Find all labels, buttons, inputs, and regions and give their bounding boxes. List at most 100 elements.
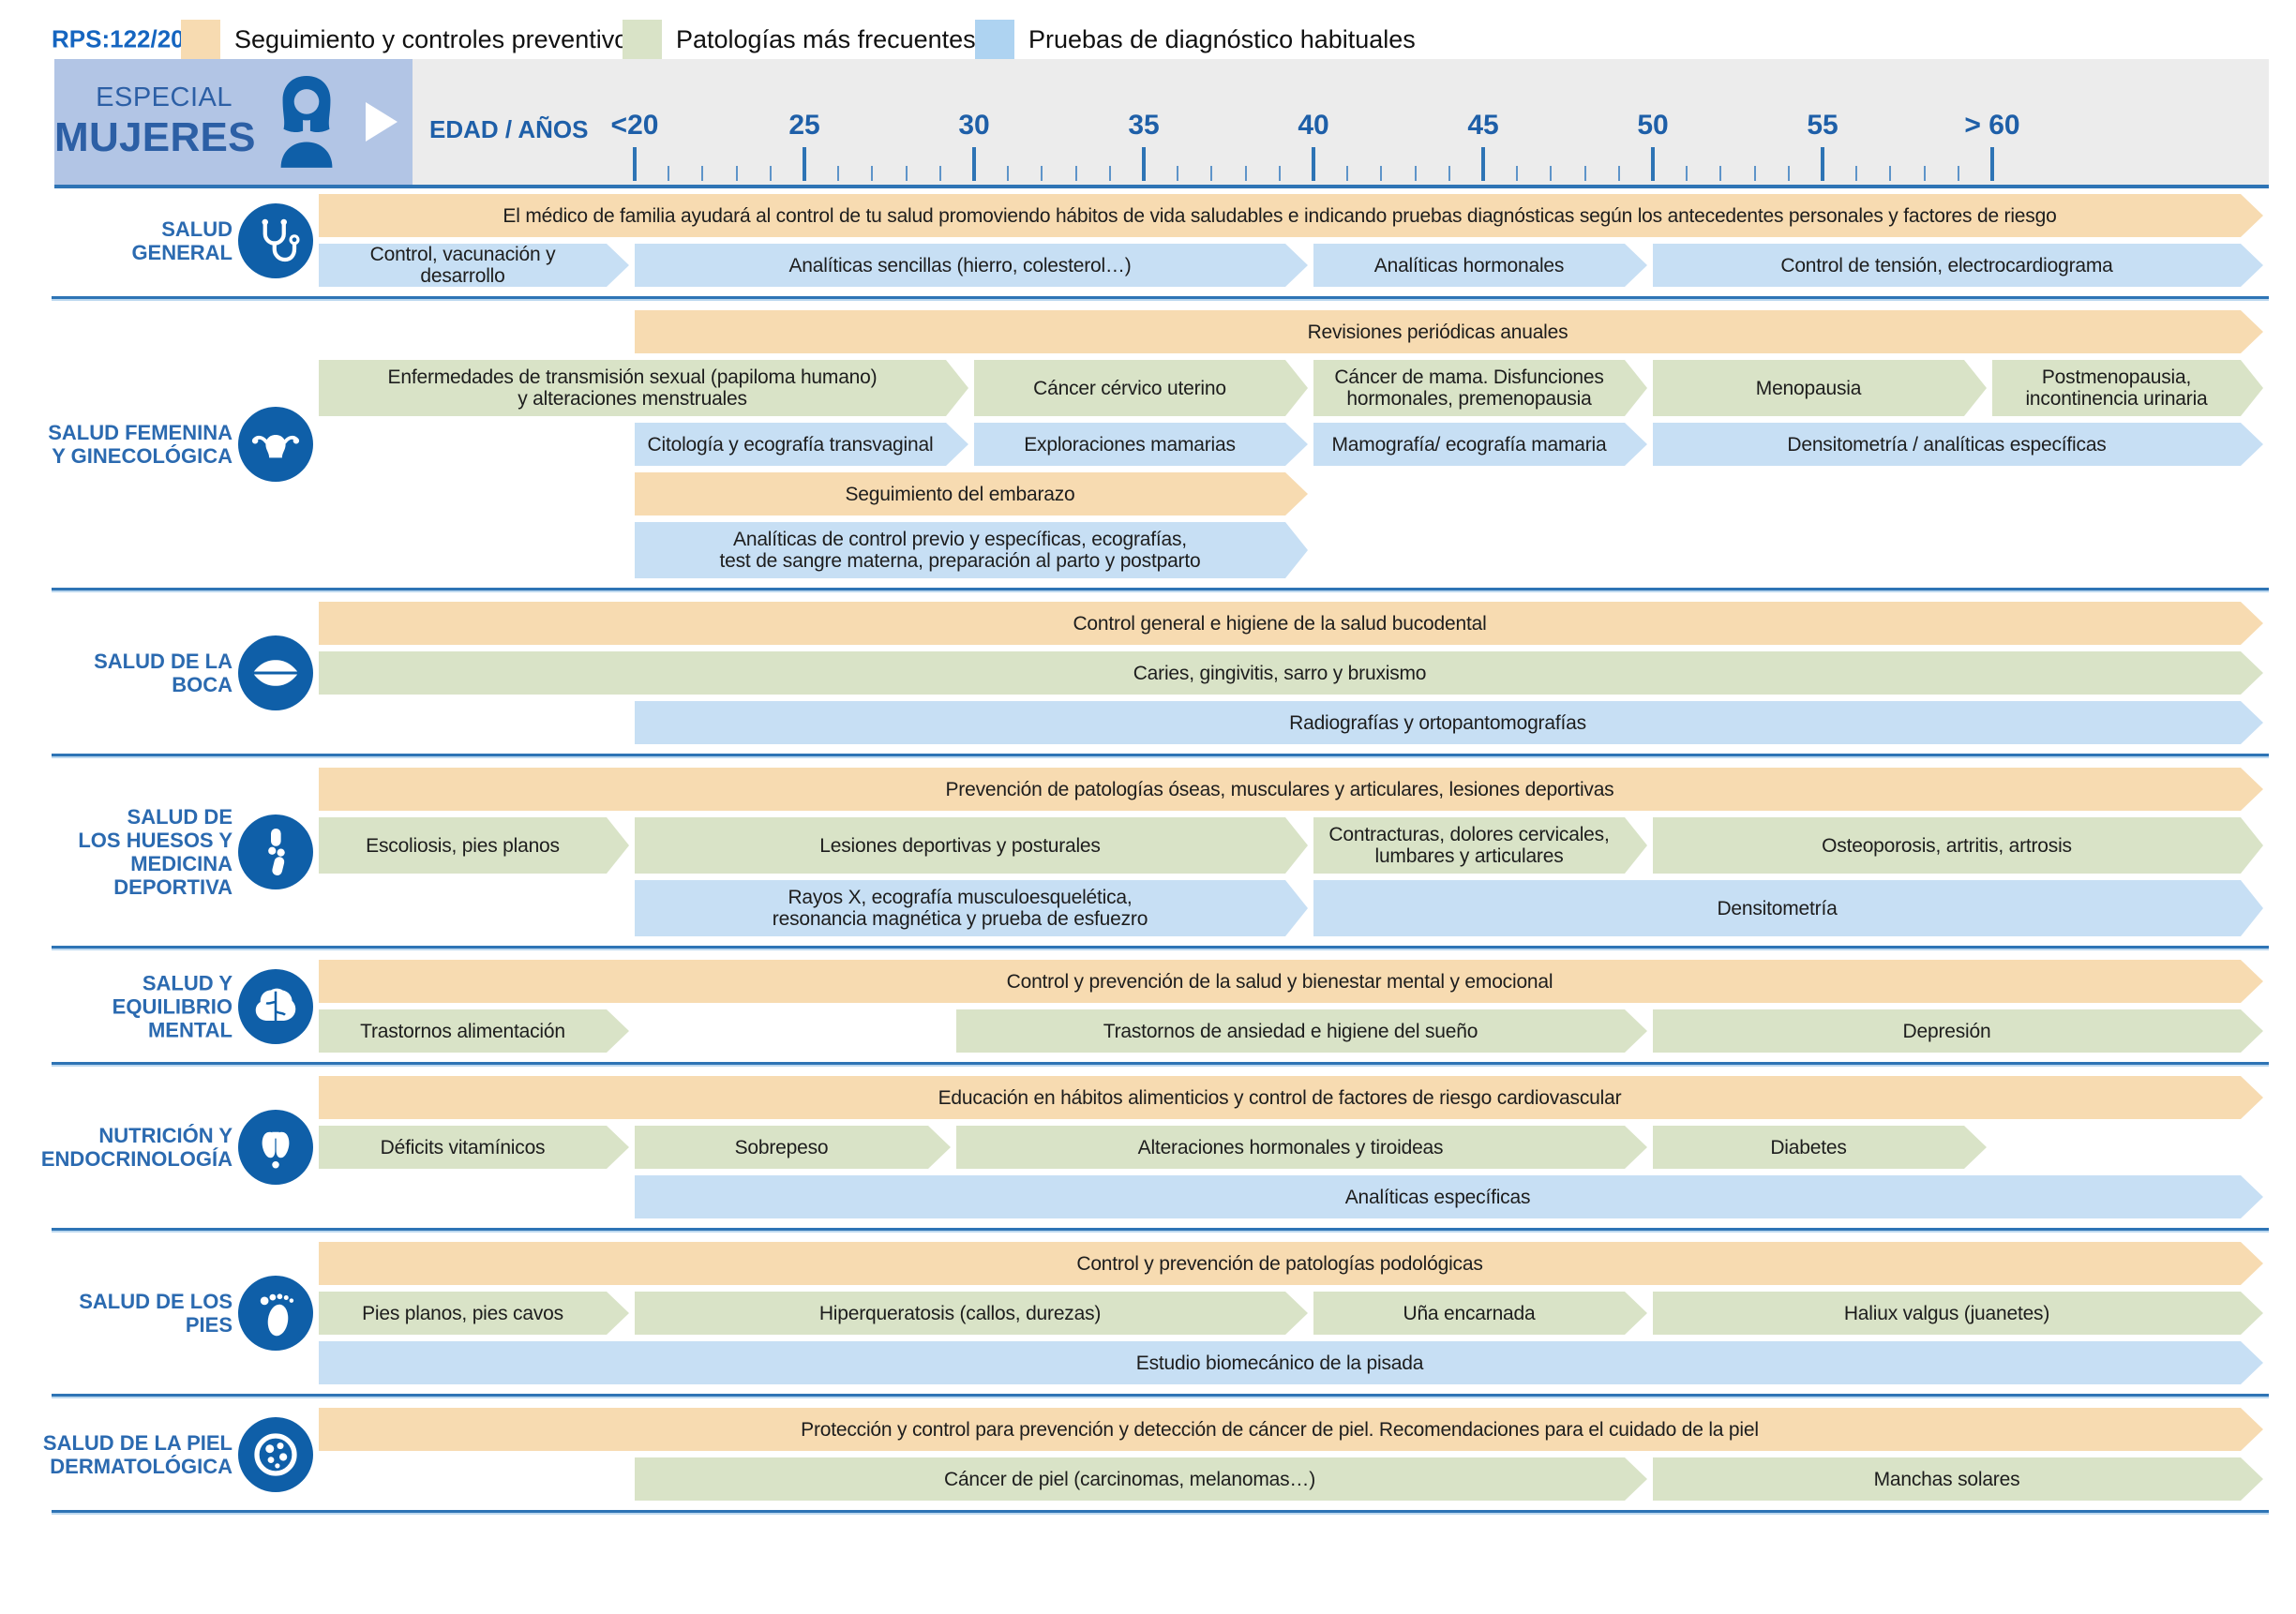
band-orange: Prevención de patologías óseas, muscular… [0, 768, 2296, 811]
bar-segment-text: Protección y control para prevención y d… [801, 1418, 1759, 1441]
header: ESPECIAL MUJERES EDAD / AÑOS [54, 59, 2269, 188]
band-orange: El médico de familia ayudará al control … [0, 194, 2296, 237]
age-axis-label: EDAD / AÑOS [429, 115, 589, 143]
bar-segment: Radiografías y ortopantomografías [635, 701, 2263, 744]
row-separator [52, 588, 2269, 592]
bar-segment-text: Escoliosis, pies planos [366, 834, 560, 857]
bar-segment: Trastornos alimentación [319, 1009, 629, 1053]
bar-segment: Analíticas sencillas (hierro, colesterol… [635, 244, 1308, 287]
band-orange: Control y prevención de patologías podol… [0, 1242, 2296, 1285]
legend-item-green: Patologías más frecuentes [623, 15, 976, 64]
bar-segment-text: Mamografía/ ecografía mamaria [1331, 433, 1607, 456]
bar-segment: Citología y ecografía transvaginal [635, 423, 968, 466]
bar-segment: Estudio biomecánico de la pisada [319, 1341, 2263, 1384]
bar-segment-text: Depresión [1902, 1020, 1991, 1042]
bar-segment-text: Cáncer cérvico uterino [1033, 377, 1226, 399]
bar-segment-text: Control de tensión, electrocardiograma [1780, 254, 2113, 276]
bar-segment: Revisiones periódicas anuales [635, 310, 2263, 353]
stethoscope-icon [238, 202, 313, 278]
bar-segment: Sobrepeso [635, 1126, 951, 1169]
bar-segment-text: Trastornos alimentación [360, 1020, 565, 1042]
bar-segment-text: Prevención de patologías óseas, muscular… [945, 778, 1614, 800]
bar-segment: Analíticas específicas [635, 1175, 2263, 1218]
bar-segment: Lesiones deportivas y posturales [635, 817, 1308, 874]
band-green: Caries, gingivitis, sarro y bruxismo [0, 651, 2296, 695]
band-blue: Analíticas de control previo y específic… [0, 522, 2296, 578]
row-separator [52, 1394, 2269, 1398]
bar-segment: Control general e higiene de la salud bu… [319, 602, 2263, 645]
band-green: Escoliosis, pies planos Lesiones deportiv… [0, 817, 2296, 874]
bar-segment-text: Control y prevención de patologías podol… [1076, 1252, 1483, 1275]
band-orange: Control y prevención de la salud y biene… [0, 960, 2296, 1003]
joint-icon [238, 814, 313, 889]
band-green: Cáncer de piel (carcinomas, melanomas…)M… [0, 1457, 2296, 1501]
band-orange: Educación en hábitos alimenticios y cont… [0, 1076, 2296, 1119]
foot-icon [238, 1276, 313, 1351]
bar-segment: Alteraciones hormonales y tiroideas [956, 1126, 1647, 1169]
bar-segment-text: Control y prevención de la salud y biene… [1006, 970, 1553, 993]
bar-segment: Contracturas, dolores cervicales,lumbare… [1313, 817, 1647, 874]
bar-segment: Control y prevención de la salud y biene… [319, 960, 2263, 1003]
bar-segment: Control y prevención de patologías podol… [319, 1242, 2263, 1285]
band-orange: Protección y control para prevención y d… [0, 1408, 2296, 1451]
bar-segment: Hiperqueratosis (callos, durezas) [635, 1292, 1308, 1335]
bar-segment: Cáncer de piel (carcinomas, melanomas…) [635, 1457, 1647, 1501]
bar-segment-text: Densitometría [1717, 897, 1838, 919]
bar-segment-text: Haliux valgus (juanetes) [1843, 1302, 2050, 1324]
uterus-icon [238, 407, 313, 482]
row-separator [52, 1228, 2269, 1233]
bar-segment-text: Diabetes [1770, 1136, 1847, 1158]
bar-segment: Diabetes [1653, 1126, 1987, 1169]
bar-segment: Cáncer cérvico uterino [974, 360, 1308, 416]
row-separator [52, 1510, 2269, 1515]
bar-segment: Haliux valgus (juanetes) [1653, 1292, 2263, 1335]
title-line-1: ESPECIAL [96, 82, 233, 112]
band-orange: Seguimiento del embarazo [0, 472, 2296, 516]
bar-segment: Prevención de patologías óseas, muscular… [319, 768, 2263, 811]
bar-segment-text: Educación en hábitos alimenticios y cont… [938, 1086, 1622, 1109]
title-line-2: MUJERES [54, 114, 256, 160]
bar-segment-text: Estudio biomecánico de la pisada [1135, 1352, 1424, 1374]
bar-segment-text: Déficits vitamínicos [380, 1136, 546, 1158]
row-separator [52, 754, 2269, 758]
bar-segment-text: Alteraciones hormonales y tiroideas [1137, 1136, 1444, 1158]
legend-item-orange: Seguimiento y controles preventivos [181, 15, 641, 64]
bar-segment-text: Lesiones deportivas y posturales [819, 834, 1101, 857]
row-separator [52, 1062, 2269, 1067]
bar-segment: Enfermedades de transmisión sexual (papi… [319, 360, 968, 416]
bar-segment: Manchas solares [1653, 1457, 2263, 1501]
bar-segment: Analíticas hormonales [1313, 244, 1647, 287]
bar-segment: Analíticas de control previo y específic… [635, 522, 1308, 578]
bar-segment-text: Osteoporosis, artritis, artrosis [1822, 834, 2072, 857]
bar-segment-text: Analíticas sencillas (hierro, colesterol… [788, 254, 1132, 276]
band-green: Enfermedades de transmisión sexual (papi… [0, 360, 2296, 416]
legend-item-blue: Pruebas de diagnóstico habituales [975, 15, 1416, 64]
page-title: ESPECIAL MUJERES [54, 82, 256, 161]
bar-segment-text: Radiografías y ortopantomografías [1289, 711, 1586, 734]
bar-segment: Mamografía/ ecografía mamaria [1313, 423, 1647, 466]
bar-segment-text: Citología y ecografía transvaginal [647, 433, 934, 456]
bar-segment-text: Revisiones periódicas anuales [1307, 321, 1568, 343]
legend: RPS:122/20 Seguimiento y controles preve… [0, 15, 2296, 64]
band-orange: Control general e higiene de la salud bu… [0, 602, 2296, 645]
bar-segment: Protección y control para prevención y d… [319, 1408, 2263, 1451]
rps-code: RPS:122/20 [52, 24, 185, 53]
bar-segment-text: Enfermedades de transmisión sexual (papi… [387, 366, 878, 410]
category-label-salud-boca: SALUD DE LA BOCA [94, 650, 233, 696]
legend-label: Seguimiento y controles preventivos [234, 24, 641, 53]
